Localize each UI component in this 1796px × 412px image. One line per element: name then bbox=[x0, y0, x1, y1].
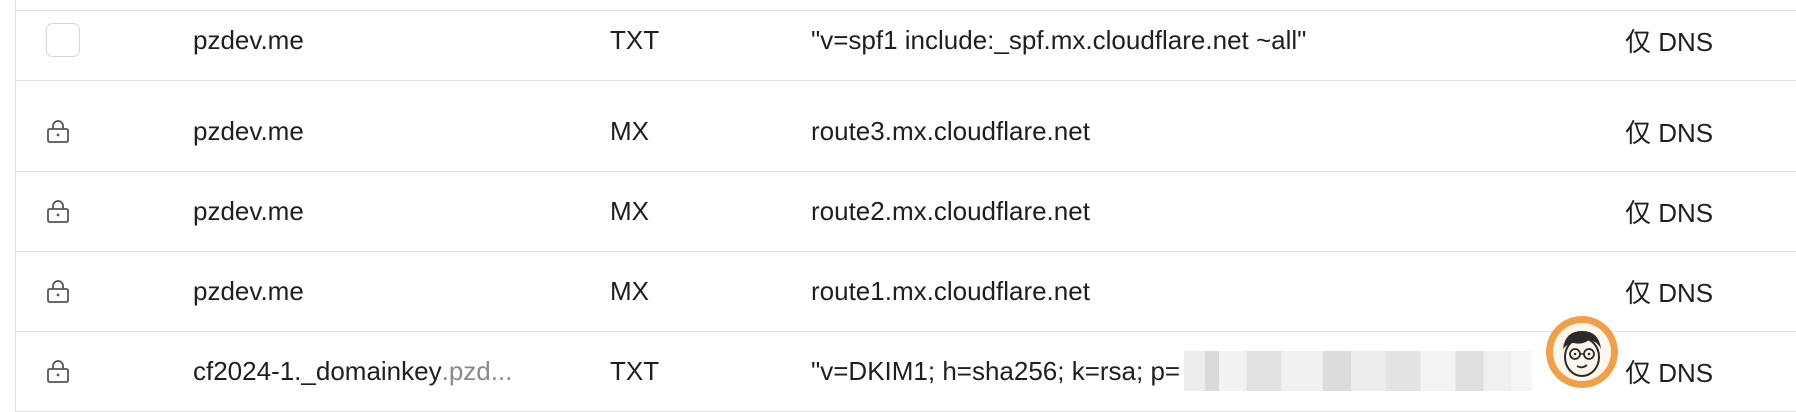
lock-icon bbox=[46, 331, 86, 411]
lock-icon bbox=[46, 171, 86, 251]
table-row[interactable]: pzdev.me TXT "v=spf1 include:_spf.mx.clo… bbox=[16, 0, 1796, 81]
record-content: "v=DKIM1; h=sha256; k=rsa; p= bbox=[811, 331, 1571, 411]
record-name[interactable]: pzdev.me bbox=[193, 24, 304, 55]
proxy-status: 仅 DNS bbox=[1625, 277, 1714, 308]
lock-icon bbox=[46, 91, 86, 171]
record-type: MX bbox=[610, 275, 649, 306]
table-row[interactable]: pzdev.me MX route2.mx.cloudflare.net 仅 D… bbox=[16, 171, 1796, 252]
record-name[interactable]: pzdev.me bbox=[193, 275, 304, 306]
record-type: TXT bbox=[610, 355, 660, 386]
user-avatar[interactable] bbox=[1546, 316, 1618, 388]
table-top-border bbox=[16, 10, 1796, 11]
checkbox-box[interactable] bbox=[46, 23, 80, 57]
record-type: MX bbox=[610, 195, 649, 226]
dns-records-table: pzdev.me MX route3.mx.cloudflare.net 仅 D… bbox=[15, 0, 1796, 412]
row-checkbox[interactable] bbox=[46, 0, 86, 80]
record-name[interactable]: pzdev.me bbox=[193, 115, 304, 146]
record-content: route1.mx.cloudflare.net bbox=[811, 275, 1090, 306]
record-content: "v=spf1 include:_spf.mx.cloudflare.net ~… bbox=[811, 24, 1307, 55]
table-row[interactable]: cf2024-1._domainkey.pzd... TXT "v=DKIM1;… bbox=[16, 331, 1796, 412]
record-type: MX bbox=[610, 115, 649, 146]
proxy-status: 仅 DNS bbox=[1625, 357, 1714, 388]
record-content: route3.mx.cloudflare.net bbox=[811, 115, 1090, 146]
proxy-status: 仅 DNS bbox=[1625, 26, 1714, 57]
table-row[interactable]: pzdev.me MX route3.mx.cloudflare.net 仅 D… bbox=[16, 91, 1796, 172]
record-type: TXT bbox=[610, 24, 660, 55]
proxy-status: 仅 DNS bbox=[1625, 117, 1714, 148]
record-content: route2.mx.cloudflare.net bbox=[811, 195, 1090, 226]
lock-icon bbox=[46, 251, 86, 331]
record-name[interactable]: cf2024-1._domainkey.pzd... bbox=[193, 355, 513, 386]
table-row[interactable]: pzdev.me MX route1.mx.cloudflare.net 仅 D… bbox=[16, 251, 1796, 332]
proxy-status: 仅 DNS bbox=[1625, 197, 1714, 228]
redacted-key-blur bbox=[1184, 351, 1533, 391]
record-name[interactable]: pzdev.me bbox=[193, 195, 304, 226]
avatar-face-icon bbox=[1553, 323, 1611, 381]
